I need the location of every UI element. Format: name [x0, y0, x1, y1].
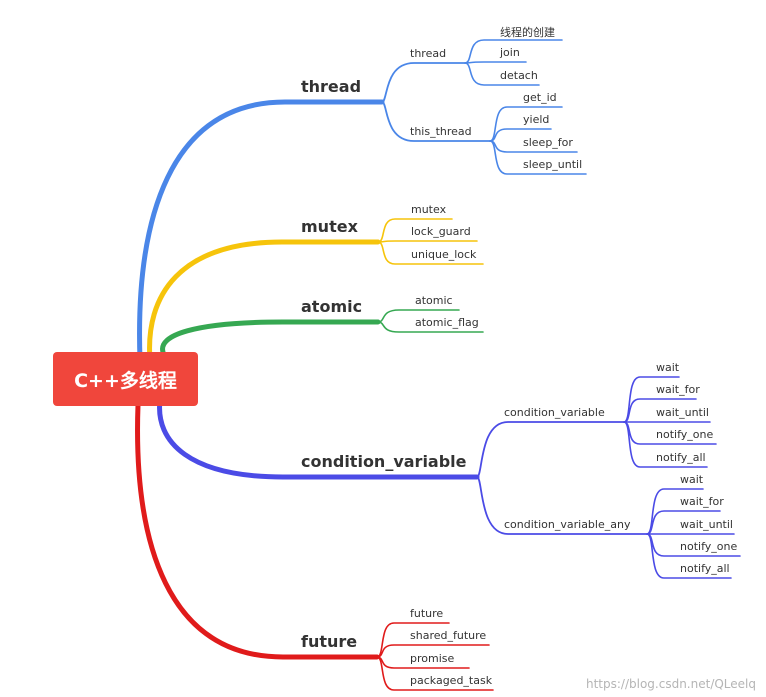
leaf-label: notify_one	[680, 540, 738, 553]
leaf-label: shared_future	[410, 629, 487, 642]
leaf-connector-mutex-2	[377, 241, 484, 265]
sub-label-condition_variable-1: condition_variable_any	[504, 518, 631, 531]
leaf-label: notify_all	[680, 562, 730, 575]
branch-connector-atomic	[160, 319, 381, 355]
sub-connector-thread-1	[381, 101, 491, 142]
leaf-label: sleep_until	[523, 158, 583, 171]
branch-label-thread: thread	[301, 77, 362, 96]
leaf-label: wait_for	[656, 383, 700, 396]
leaf-label: sleep_for	[523, 136, 573, 149]
leaf-label: wait	[680, 473, 704, 486]
leaf-label: wait	[656, 361, 680, 374]
leaf-connector-mutex-1	[377, 240, 478, 243]
leaf-label: wait_until	[680, 518, 733, 531]
leaf-label: get_id	[523, 91, 557, 104]
leaf-connector-thread-0-2	[464, 62, 540, 86]
leaf-label: notify_one	[656, 428, 714, 441]
sub-connector-condition_variable-1	[476, 476, 648, 535]
watermark: https://blog.csdn.net/QLeelq	[586, 677, 756, 691]
branch-label-atomic: atomic	[301, 297, 363, 316]
leaf-label: promise	[410, 652, 455, 665]
leaf-connector-condition_variable-0-1	[623, 398, 697, 423]
leaf-label: packaged_task	[410, 674, 493, 687]
sub-connector-condition_variable-0	[476, 421, 625, 478]
leaf-label: detach	[500, 69, 538, 82]
leaf-label: atomic_flag	[415, 316, 479, 329]
leaf-connector-thread-1-3	[489, 140, 587, 175]
branch-label-condition_variable: condition_variable	[301, 452, 467, 471]
leaf-label: join	[500, 46, 520, 59]
root-node-label: C++多线程	[74, 369, 177, 392]
branch-connector-future	[135, 402, 380, 660]
leaf-label: wait_for	[680, 495, 724, 508]
leaf-label: atomic	[415, 294, 453, 307]
leaf-label: future	[410, 607, 444, 620]
leaf-connector-atomic-1	[377, 321, 484, 333]
leaf-connector-condition_variable-1-1	[646, 510, 721, 535]
leaf-connector-condition_variable-1-4	[646, 533, 732, 579]
branch-connector-thread	[137, 99, 385, 363]
leaf-label: mutex	[411, 203, 447, 216]
branch-connector-condition_variable	[157, 397, 480, 480]
sub-label-thread-1: this_thread	[410, 125, 472, 138]
leaf-label: 线程的创建	[500, 26, 555, 39]
sub-label-thread-0: thread	[410, 47, 447, 60]
leaf-connector-condition_variable-0-4	[623, 421, 708, 468]
leaf-label: unique_lock	[411, 248, 477, 261]
root-node: C++多线程	[53, 352, 198, 406]
leaf-label: notify_all	[656, 451, 706, 464]
leaf-label: yield	[523, 113, 550, 126]
leaf-connector-thread-0-1	[464, 61, 527, 64]
sub-label-condition_variable-0: condition_variable	[504, 406, 605, 419]
sub-connector-thread-0	[381, 62, 466, 103]
leaf-connector-future-3	[376, 656, 494, 691]
branch-label-mutex: mutex	[301, 217, 358, 236]
leaf-label: lock_guard	[411, 225, 471, 238]
leaf-label: wait_until	[656, 406, 709, 419]
branch-connector-mutex	[147, 239, 381, 363]
branch-label-future: future	[301, 632, 358, 651]
